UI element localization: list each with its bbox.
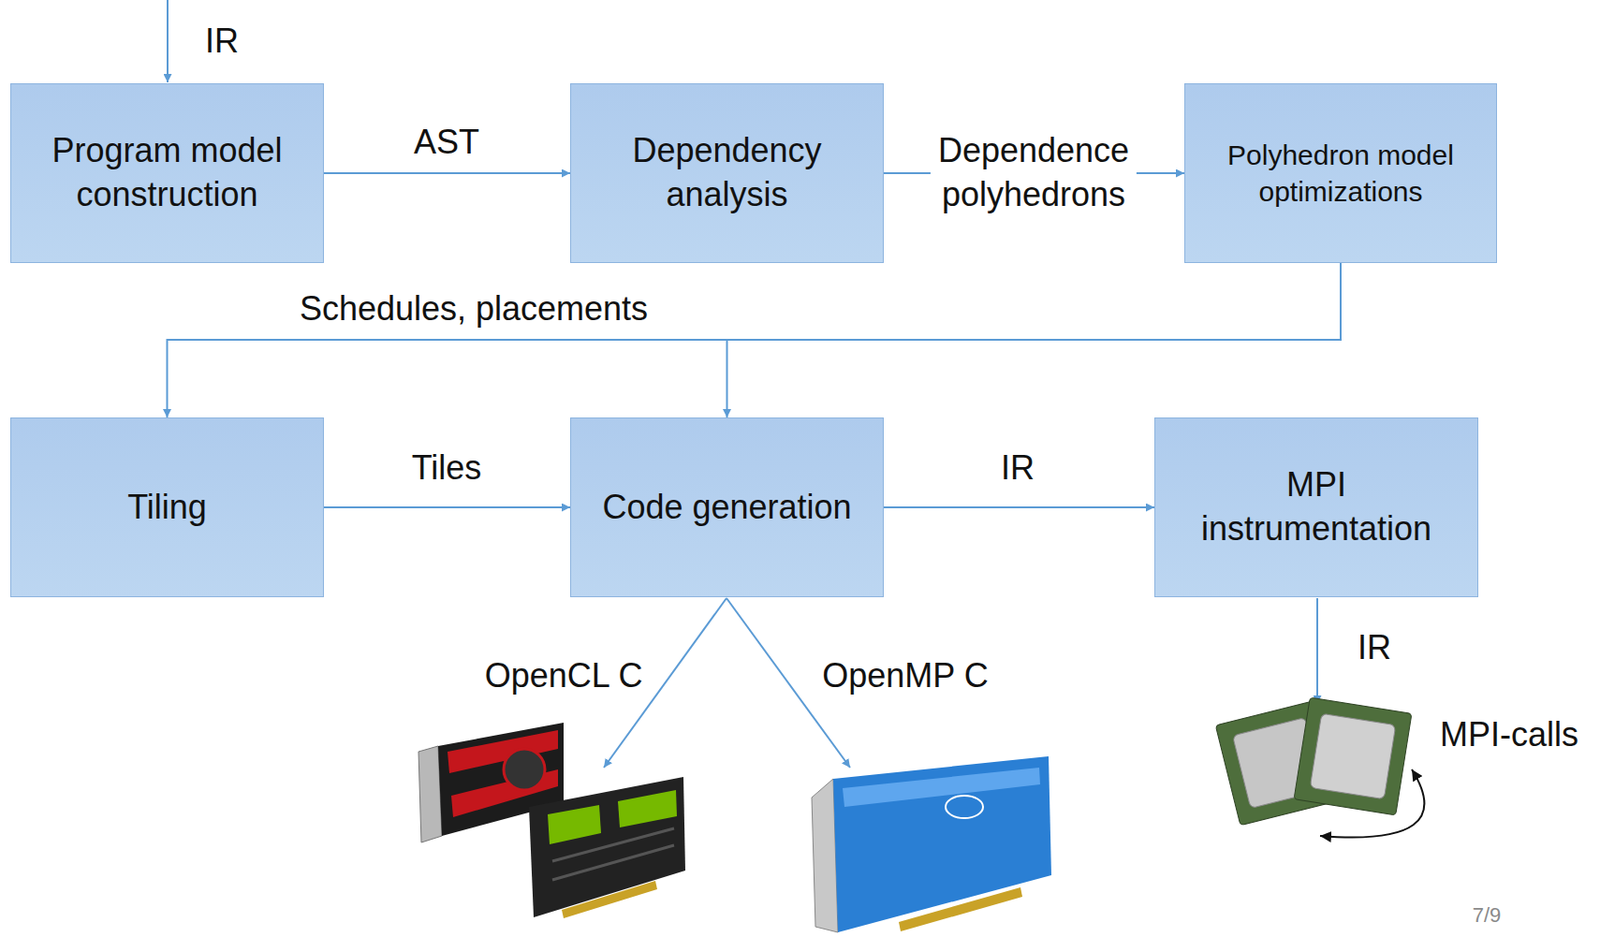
- coprocessor-card: [811, 756, 1052, 933]
- process-box: Program model construction: [10, 83, 324, 264]
- process-box: Dependency analysis: [570, 83, 884, 264]
- process-box: Code generation: [570, 417, 884, 598]
- edge-label: Tiles: [411, 446, 483, 491]
- box-label: Tiling: [127, 485, 207, 530]
- flow-label: OpenMP C: [822, 654, 988, 699]
- flow-arrow: [883, 506, 1155, 509]
- card-logo: [945, 795, 984, 819]
- flow-label: OpenCL C: [484, 654, 644, 699]
- flow-label: IR: [205, 19, 239, 64]
- flow-arrow: [323, 506, 571, 509]
- gpu-bracket: [418, 746, 442, 843]
- exchange-arrow: [1320, 769, 1424, 838]
- flow-arrow: [727, 263, 1342, 418]
- card-highlight: [842, 767, 1041, 808]
- gpu-fins: [552, 828, 675, 862]
- cpu-substrate: [1293, 697, 1412, 816]
- output-arrow: [1316, 598, 1319, 705]
- page-number: 7/9: [1472, 902, 1502, 930]
- gpu-body: [528, 777, 686, 918]
- box-label: Polyhedron model optimizations: [1200, 136, 1482, 210]
- process-box: Tiling: [10, 417, 324, 598]
- box-label: Dependency analysis: [586, 129, 868, 218]
- input-arrow: [166, 0, 169, 83]
- gpu-fins: [552, 845, 675, 881]
- flow-arrow: [323, 172, 571, 175]
- gpu-accent: [617, 790, 677, 828]
- box-label: MPI instrumentation: [1170, 463, 1463, 552]
- flow-label: IR: [1357, 626, 1392, 671]
- edge-label: IR: [1000, 446, 1035, 491]
- card-connector: [898, 887, 1023, 932]
- process-box: MPI instrumentation: [1154, 417, 1479, 598]
- box-label: Program model construction: [26, 129, 309, 218]
- edge-label: Dependence polyhedrons: [930, 129, 1137, 218]
- cpu-spreader: [1309, 713, 1396, 800]
- gpu-connector: [561, 880, 658, 919]
- card-body: [833, 756, 1052, 933]
- gpu-card: [528, 777, 686, 919]
- box-label: Code generation: [601, 485, 852, 530]
- gpu-accent: [547, 805, 602, 845]
- process-box: Polyhedron model optimizations: [1184, 83, 1498, 264]
- gpu-fan: [503, 748, 545, 791]
- cpu-chip: [1293, 697, 1412, 816]
- flow-label: MPI-calls: [1439, 713, 1579, 758]
- edge-label: AST: [413, 120, 480, 165]
- flow-arrow: [167, 263, 1342, 418]
- edge-label: Schedules, placements: [299, 287, 648, 332]
